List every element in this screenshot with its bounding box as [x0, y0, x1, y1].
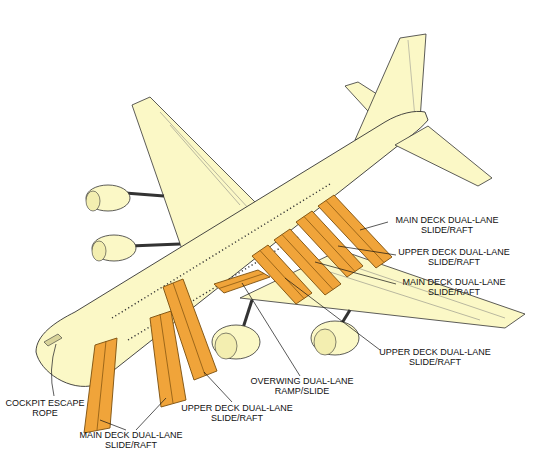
- leader-line: [315, 262, 396, 284]
- leader-line: [204, 372, 232, 402]
- callout-label: MAIN DECK DUAL-LANE SLIDE/RAFT: [72, 430, 190, 450]
- leader-line: [242, 283, 300, 376]
- leader-line: [360, 222, 388, 230]
- leader-line: [100, 420, 126, 430]
- callout-label: MAIN DECK DUAL-LANE SLIDE/RAFT: [395, 277, 513, 297]
- near-engine: [212, 325, 260, 359]
- leader-line: [285, 278, 380, 350]
- escape-slide: [163, 279, 217, 380]
- engine-intake: [215, 333, 237, 359]
- horizontal-stabilizer: [395, 126, 492, 186]
- engine-intake: [314, 329, 336, 355]
- slide-lane-divider: [160, 314, 173, 403]
- engine-pylon: [130, 244, 180, 246]
- callout-label: COCKPIT ESCAPE ROPE: [0, 398, 90, 418]
- flap-line: [160, 112, 250, 210]
- far-engine: [86, 185, 130, 211]
- rudder-line: [408, 40, 415, 118]
- callout-label: UPPER DECK DUAL-LANE SLIDE/RAFT: [395, 247, 513, 267]
- slide-lane-divider: [173, 283, 205, 375]
- escape-rope: [51, 344, 56, 396]
- engine-intake: [86, 191, 100, 211]
- slide-lane-divider: [97, 341, 106, 430]
- callout-label: UPPER DECK DUAL-LANE SLIDE/RAFT: [178, 403, 296, 423]
- overwing-ramp: [214, 270, 270, 293]
- callout-label: MAIN DECK DUAL-LANE SLIDE/RAFT: [388, 215, 506, 235]
- slide-lane-divider: [260, 251, 304, 299]
- escape-slide: [84, 338, 117, 433]
- near-engine: [311, 321, 359, 355]
- leader-line: [136, 398, 166, 430]
- callout-label: OVERWING DUAL-LANE RAMP/SLIDE: [243, 376, 361, 396]
- engine-pylon: [125, 193, 164, 196]
- callout-label: UPPER DECK DUAL-LANE SLIDE/RAFT: [376, 347, 494, 367]
- leader-line: [338, 246, 396, 255]
- engine-pylon: [243, 300, 252, 328]
- far-engine: [92, 235, 136, 261]
- engine-pylon: [342, 310, 350, 323]
- engine-intake: [92, 241, 106, 261]
- cockpit-window: [44, 334, 62, 346]
- slide-lane-divider: [219, 274, 264, 289]
- escape-slide: [252, 245, 312, 304]
